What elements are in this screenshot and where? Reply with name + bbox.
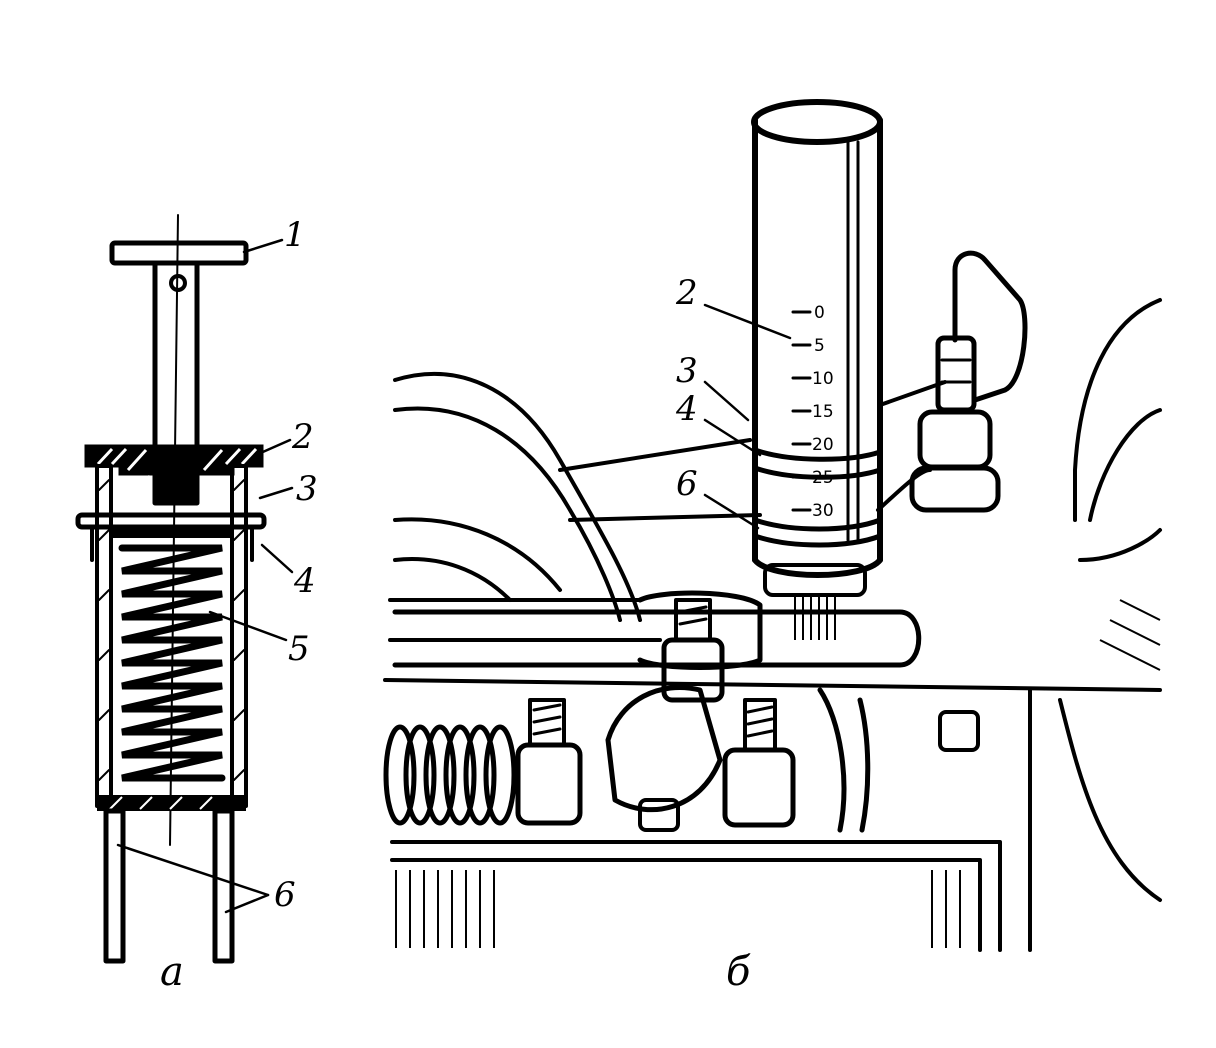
plunger-handle: [109, 240, 249, 266]
callout-b-2: 2: [675, 273, 698, 313]
cap-guide: [84, 444, 264, 505]
fitting-assembly: [876, 250, 1028, 513]
nut-small: [638, 710, 980, 832]
indicator-stem: [794, 595, 836, 640]
panel-a-leader-lines: [116, 238, 294, 914]
clamp-bands: [752, 447, 883, 548]
panel-b-engine-view: 0 5 10 15 20 25 30: [383, 99, 1162, 995]
rocker-shaft: [392, 590, 922, 670]
scale-tick-10: 10: [812, 369, 834, 389]
handle-pin: [169, 274, 187, 292]
support-leg-left: [103, 808, 126, 964]
casing-hatching: [395, 599, 1161, 948]
nut-center: [722, 698, 796, 828]
panel-a-label: а: [160, 949, 184, 995]
bottom-plate: [97, 795, 246, 811]
support-leg-right: [212, 808, 235, 964]
piston-disc: [112, 528, 231, 538]
scale-tick-30: 30: [812, 501, 834, 521]
scale-tick-20: 20: [812, 435, 834, 455]
callout-6: 6: [274, 875, 296, 915]
engine-casing: [383, 298, 1162, 952]
collar-ring: [75, 512, 267, 562]
callout-2: 2: [291, 417, 314, 457]
panel-b-label: б: [726, 949, 751, 995]
callout-5: 5: [288, 629, 310, 669]
indicator-cylinder: [751, 99, 883, 597]
nut-left: [515, 698, 583, 826]
scale-tick-5: 5: [814, 336, 825, 356]
callout-b-3: 3: [676, 351, 698, 391]
callout-b-4: 4: [675, 389, 698, 429]
panel-a-device-section: 1 2 3 4 5 6 а: [75, 214, 318, 995]
callout-3: 3: [296, 469, 318, 509]
indicator-scale: 0 5 10 15 20 25 30: [791, 303, 834, 521]
callout-b-6: 6: [676, 464, 698, 504]
rocker-arm: [605, 598, 871, 833]
panel-b-leader-lines: [703, 303, 792, 530]
callout-1: 1: [284, 215, 306, 255]
scale-tick-15: 15: [812, 402, 834, 422]
spring-coil: [118, 544, 226, 782]
callout-4: 4: [293, 561, 316, 601]
scale-tick-0: 0: [814, 303, 825, 323]
valve-spring-left: [383, 724, 517, 826]
